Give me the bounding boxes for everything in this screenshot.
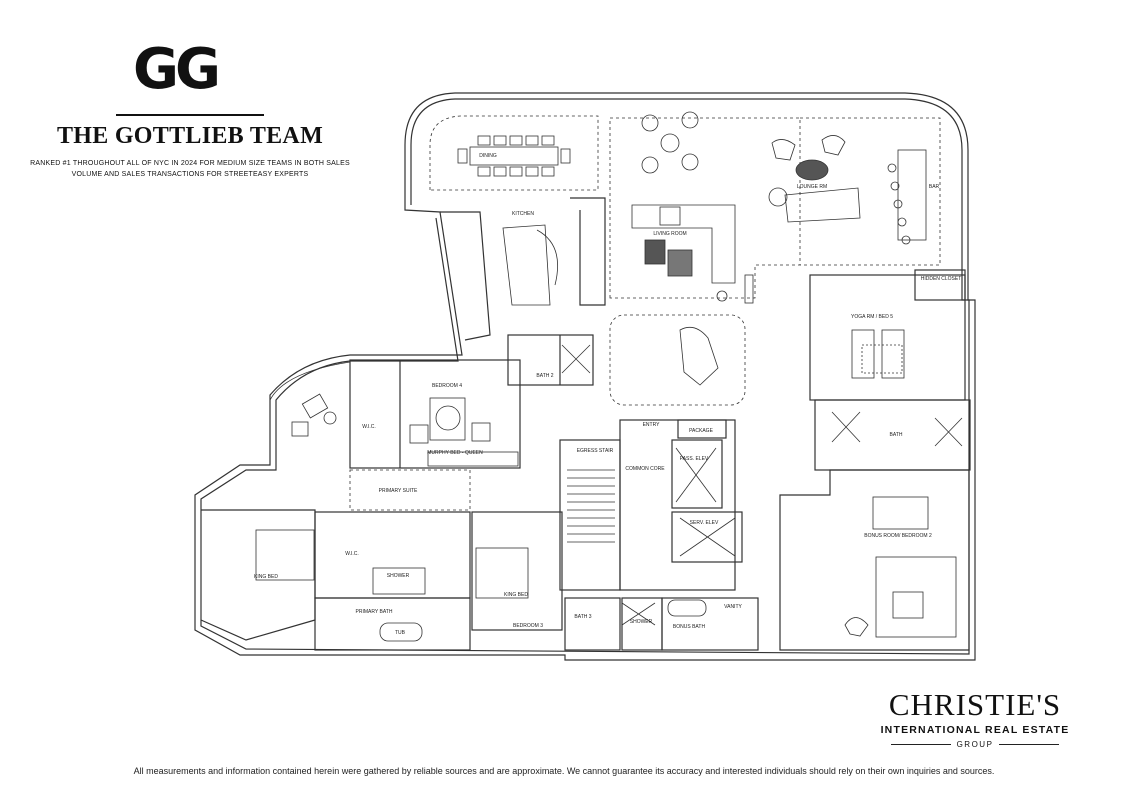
label-kitchen: KITCHEN	[512, 211, 534, 217]
christies-rule-left	[890, 744, 951, 745]
label-common-core: COMMON CORE	[625, 466, 665, 472]
christies-logo: CHRISTIE'S INTERNATIONAL REAL ESTATE GRO…	[862, 687, 1088, 750]
label-murphy-bed: MURPHY BED - QUEEN	[427, 450, 483, 456]
exterior-wall-inner	[200, 98, 970, 655]
label-bonus-room: BONUS ROOM/ BEDROOM 2	[864, 533, 932, 539]
label-bath: BATH	[890, 432, 903, 438]
christies-line3-wrap: GROUP	[862, 740, 1088, 749]
christies-rule-right	[999, 744, 1060, 745]
team-name: THE GOTTLIEB TEAM	[56, 123, 324, 149]
gg-logo: GG	[133, 37, 221, 102]
label-bonus-bath: BONUS BATH	[673, 624, 706, 630]
label-bath-3: BATH 3	[574, 614, 591, 620]
label-shower-bonus: SHOWER	[630, 619, 653, 625]
label-bedroom-3: BEDROOM 3	[513, 623, 543, 629]
exterior-wall	[194, 92, 976, 661]
label-shower-primary: SHOWER	[387, 573, 410, 579]
label-tub: TUB	[395, 630, 406, 636]
label-entry: ENTRY	[643, 422, 661, 428]
label-king-bed-center: KING BED	[504, 592, 528, 598]
label-hidden-closet: HIDDEN CLOSET	[921, 276, 962, 282]
label-dining: DINING	[479, 153, 497, 159]
label-wic-lower: W.I.C.	[345, 551, 359, 557]
label-living-room: LIVING ROOM	[653, 231, 686, 237]
logo-divider	[116, 114, 264, 116]
label-pass-elev: PASS. ELEV	[680, 456, 709, 462]
label-primary-bath: PRIMARY BATH	[356, 609, 393, 615]
label-egress-stair: EGRESS STAIR	[577, 448, 614, 454]
label-serv-elev: SERV. ELEV	[690, 520, 719, 526]
label-vanity: VANITY	[724, 604, 742, 610]
label-primary-suite: PRIMARY SUITE	[379, 488, 418, 494]
team-tagline: RANKED #1 THROUGHOUT ALL OF NYC IN 2024 …	[30, 160, 350, 178]
disclaimer: All measurements and information contain…	[133, 766, 995, 776]
christies-name: CHRISTIE'S	[888, 687, 1062, 722]
label-bath-2: BATH 2	[536, 373, 553, 379]
label-bedroom-4: BEDROOM 4	[432, 383, 462, 389]
label-king-bed-left: KING BED	[254, 574, 278, 580]
label-yoga-rm: YOGA RM / BED 5	[851, 314, 893, 320]
label-wic-upper: W.I.C.	[362, 424, 376, 430]
label-package: PACKAGE	[689, 428, 713, 434]
label-bar: BAR	[929, 184, 940, 190]
christies-line3: GROUP	[956, 740, 994, 749]
christies-line2: INTERNATIONAL REAL ESTATE	[880, 724, 1070, 736]
label-lounge-rm: LOUNGE RM	[797, 184, 827, 190]
